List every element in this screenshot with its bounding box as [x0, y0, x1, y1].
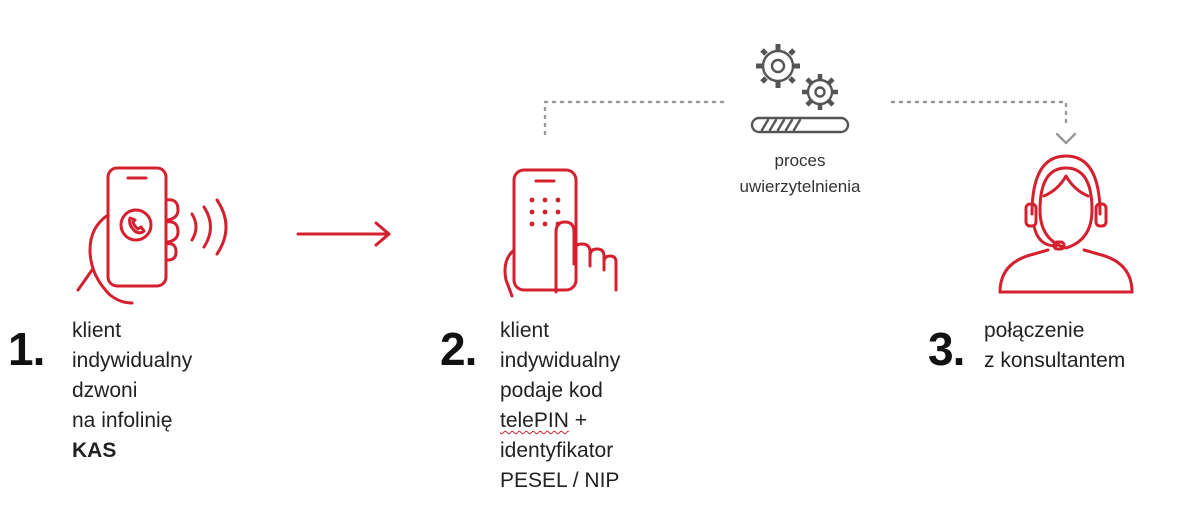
progress-bar-icon	[750, 116, 850, 134]
phone-call-hand-icon	[76, 166, 228, 305]
flow-arrow	[296, 221, 391, 247]
consultant-headset-icon	[998, 154, 1134, 294]
step-3-line-1: połączenie	[984, 319, 1085, 342]
step-1-line-3: dzwoni	[72, 379, 138, 402]
step-description-2: klient indywidualny podaje kod telePIN +…	[500, 316, 620, 496]
step-3-line-2: z konsultantem	[984, 349, 1126, 372]
telepin-suffix: +	[568, 409, 587, 432]
connector-arrowhead	[1055, 132, 1077, 145]
step-2-line-3: podaje kod	[500, 379, 603, 402]
step-2-line-1: klient	[500, 319, 550, 342]
step-2-line-4: telePIN +	[500, 406, 620, 436]
telepin-word: telePIN	[500, 409, 569, 432]
step-2-line-2: indywidualny	[500, 349, 621, 372]
process-label-line-2: uwierzytelnienia	[739, 177, 861, 196]
step-1-line-5: KAS	[72, 439, 117, 462]
step-number-1: 1.	[8, 323, 45, 375]
step-description-1: klient indywidualny dzwoni na infolinię …	[72, 316, 192, 466]
phone-keypad-touch-icon	[503, 168, 618, 298]
step-1-line-2: indywidualny	[72, 349, 193, 372]
gears-icon	[756, 44, 838, 110]
process-label-line-1: proces	[774, 151, 826, 170]
process-label: proces uwierzytelnienia	[700, 148, 900, 200]
step-1-line-4: na infolinię	[72, 409, 173, 432]
step-number-2: 2.	[440, 323, 477, 375]
step-2-line-6: PESEL / NIP	[500, 469, 620, 492]
step-2-line-5: identyfikator	[500, 439, 614, 462]
step-1-line-1: klient	[72, 319, 122, 342]
step-description-3: połączenie z konsultantem	[984, 316, 1125, 376]
step-number-3: 3.	[928, 323, 965, 375]
dotted-connector	[543, 100, 1068, 136]
